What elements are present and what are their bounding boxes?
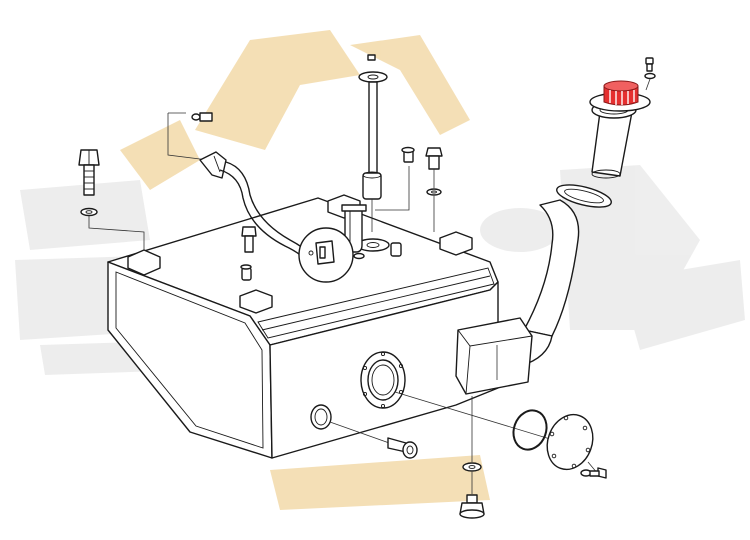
- drain-plug-bolt: [387, 437, 418, 459]
- cap-screw: [644, 57, 656, 91]
- mounting-pad: [239, 289, 273, 314]
- detail-callout-circle: [298, 227, 354, 283]
- fuel-tank: [107, 197, 499, 459]
- fuel-level-sensor: [356, 54, 390, 252]
- access-cover: [512, 409, 599, 475]
- sight-gauge: [310, 404, 393, 445]
- sensor-rod: [368, 81, 378, 175]
- filler-neck-inlet: [556, 184, 612, 208]
- cover-plate: [546, 413, 594, 471]
- cover-bolt: [580, 467, 607, 479]
- washer: [353, 252, 365, 260]
- filler-neck-flange: [455, 317, 533, 395]
- mounting-pad: [439, 231, 473, 256]
- breather-bolt: [425, 147, 443, 232]
- top-nut: [241, 267, 252, 281]
- tank-access-port: [360, 351, 561, 443]
- fuel-cap: [589, 80, 651, 112]
- sensor-flange: [358, 71, 388, 83]
- filler-neck: [455, 184, 612, 395]
- mounting-bolt-left: [78, 149, 145, 250]
- tank-top-bolt: [241, 226, 257, 253]
- top-nut: [390, 242, 402, 257]
- bottom-drain: [459, 396, 485, 519]
- o-ring: [512, 409, 548, 451]
